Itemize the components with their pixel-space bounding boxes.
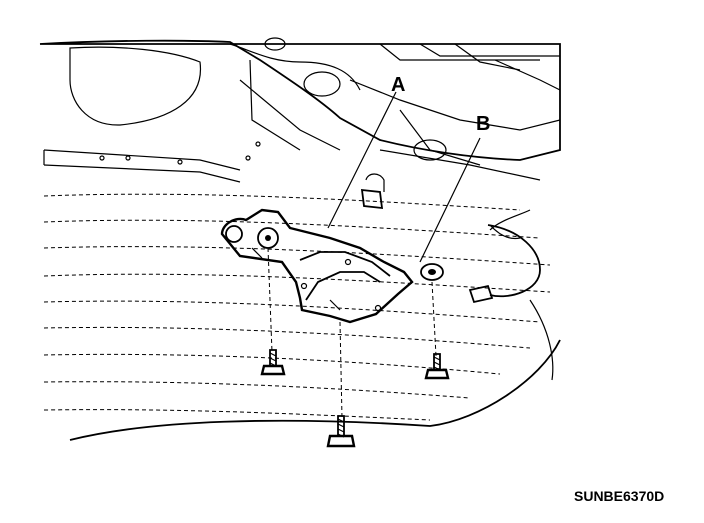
grommet xyxy=(420,263,444,281)
wiper-motor-assembly xyxy=(220,208,414,324)
bolt-alignment-lines xyxy=(267,247,437,419)
bolt-left xyxy=(260,349,286,376)
leader-lines xyxy=(327,91,481,263)
callout-a: A xyxy=(391,74,406,96)
body-panel xyxy=(39,37,561,181)
figure-code: SUNBE6370D xyxy=(574,488,665,504)
callout-b: B xyxy=(476,113,491,135)
bolt-right xyxy=(424,353,450,380)
rear-glass xyxy=(43,193,561,441)
retainer-clip xyxy=(360,173,385,210)
bolt-bottom xyxy=(326,415,356,448)
wire-harness xyxy=(468,209,541,304)
rail xyxy=(43,141,261,183)
